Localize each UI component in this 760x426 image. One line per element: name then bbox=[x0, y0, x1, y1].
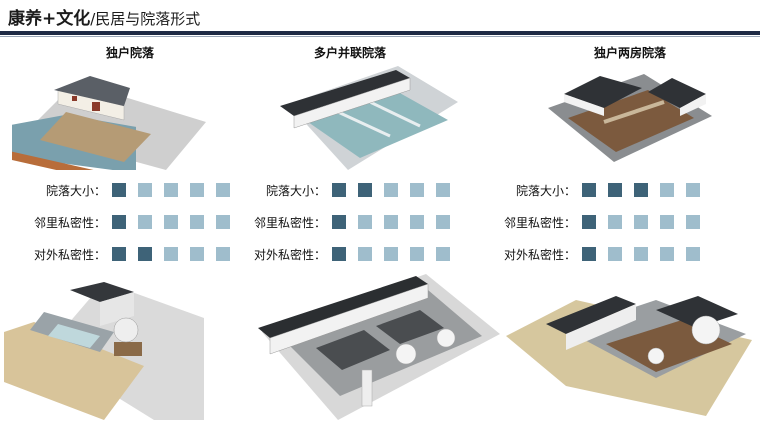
rating-square-empty bbox=[164, 247, 178, 261]
rating-row: 邻里私密性： bbox=[490, 212, 700, 232]
rating-squares bbox=[112, 215, 230, 229]
rating-square-filled bbox=[582, 247, 596, 261]
rating-square-empty bbox=[634, 247, 648, 261]
rating-square-empty bbox=[686, 183, 700, 197]
rating-squares bbox=[582, 183, 700, 197]
header-rule bbox=[0, 31, 760, 35]
rating-square-filled bbox=[112, 183, 126, 197]
multi-courtyard-illustration bbox=[280, 66, 458, 170]
rating-square-empty bbox=[138, 183, 152, 197]
rating-square-empty bbox=[164, 183, 178, 197]
rating-square-filled bbox=[358, 183, 372, 197]
rating-square-empty bbox=[216, 247, 230, 261]
rating-squares bbox=[112, 183, 230, 197]
rating-square-empty bbox=[410, 183, 424, 197]
column-title-double: 独户两房院落 bbox=[593, 46, 666, 60]
rating-square-filled bbox=[634, 183, 648, 197]
rating-square-empty bbox=[608, 215, 622, 229]
rating-squares bbox=[582, 215, 700, 229]
rating-label: 院落大小： bbox=[45, 183, 106, 198]
double-courtyard-detail-illustration bbox=[506, 296, 752, 416]
rating-square-empty bbox=[634, 215, 648, 229]
rating-square-empty bbox=[190, 215, 204, 229]
rating-square-filled bbox=[582, 183, 596, 197]
rating-row: 对外私密性： bbox=[490, 244, 700, 264]
page-title-rest: /民居与院落形式 bbox=[90, 10, 201, 28]
rating-square-empty bbox=[436, 183, 450, 197]
rating-label: 邻里私密性： bbox=[33, 215, 106, 230]
rating-row: 院落大小： bbox=[20, 180, 230, 200]
rating-row: 院落大小： bbox=[240, 180, 450, 200]
rating-square-empty bbox=[190, 247, 204, 261]
column-title-multi: 多户并联院落 bbox=[313, 46, 386, 60]
rating-square-empty bbox=[164, 215, 178, 229]
rating-row: 邻里私密性： bbox=[240, 212, 450, 232]
rating-label: 对外私密性： bbox=[253, 247, 326, 262]
rating-square-filled bbox=[112, 247, 126, 261]
rating-row: 院落大小： bbox=[490, 180, 700, 200]
multi-courtyard-detail-illustration bbox=[258, 274, 500, 420]
column-title-single: 独户院落 bbox=[105, 46, 154, 60]
rating-square-empty bbox=[384, 247, 398, 261]
rating-row: 邻里私密性： bbox=[20, 212, 230, 232]
rating-square-filled bbox=[582, 215, 596, 229]
rating-square-filled bbox=[332, 247, 346, 261]
rating-label: 对外私密性： bbox=[33, 247, 106, 262]
rating-square-empty bbox=[384, 215, 398, 229]
page-header: 康养+文化 /民居与院落形式 bbox=[8, 4, 200, 30]
rating-squares bbox=[332, 183, 450, 197]
rating-squares bbox=[332, 215, 450, 229]
rating-label: 邻里私密性： bbox=[253, 215, 326, 230]
rating-square-empty bbox=[686, 247, 700, 261]
rating-row: 对外私密性： bbox=[20, 244, 230, 264]
rating-square-filled bbox=[332, 215, 346, 229]
rating-square-filled bbox=[608, 183, 622, 197]
rating-label: 对外私密性： bbox=[503, 247, 576, 262]
rating-squares bbox=[112, 247, 230, 261]
rating-row: 对外私密性： bbox=[240, 244, 450, 264]
rating-square-empty bbox=[660, 247, 674, 261]
rating-square-empty bbox=[436, 215, 450, 229]
rating-label: 院落大小： bbox=[265, 183, 326, 198]
rating-square-empty bbox=[358, 215, 372, 229]
rating-square-empty bbox=[686, 215, 700, 229]
rating-square-empty bbox=[216, 183, 230, 197]
rating-square-filled bbox=[138, 247, 152, 261]
single-courtyard-detail-illustration bbox=[4, 282, 204, 420]
rating-square-filled bbox=[112, 215, 126, 229]
rating-squares bbox=[582, 247, 700, 261]
double-courtyard-illustration bbox=[548, 74, 712, 162]
rating-square-empty bbox=[436, 247, 450, 261]
rating-square-empty bbox=[138, 215, 152, 229]
rating-label: 邻里私密性： bbox=[503, 215, 576, 230]
rating-square-empty bbox=[384, 183, 398, 197]
rating-square-empty bbox=[216, 215, 230, 229]
rating-square-empty bbox=[660, 183, 674, 197]
rating-square-empty bbox=[358, 247, 372, 261]
rating-square-empty bbox=[190, 183, 204, 197]
single-courtyard-illustration bbox=[12, 76, 206, 170]
rating-squares bbox=[332, 247, 450, 261]
rating-square-empty bbox=[660, 215, 674, 229]
rating-square-empty bbox=[410, 215, 424, 229]
rating-label: 院落大小： bbox=[515, 183, 576, 198]
rating-square-filled bbox=[332, 183, 346, 197]
page-title-bold: 康养+文化 bbox=[8, 9, 91, 29]
header-rule-thin bbox=[0, 36, 760, 37]
rating-square-empty bbox=[608, 247, 622, 261]
rating-square-empty bbox=[410, 247, 424, 261]
